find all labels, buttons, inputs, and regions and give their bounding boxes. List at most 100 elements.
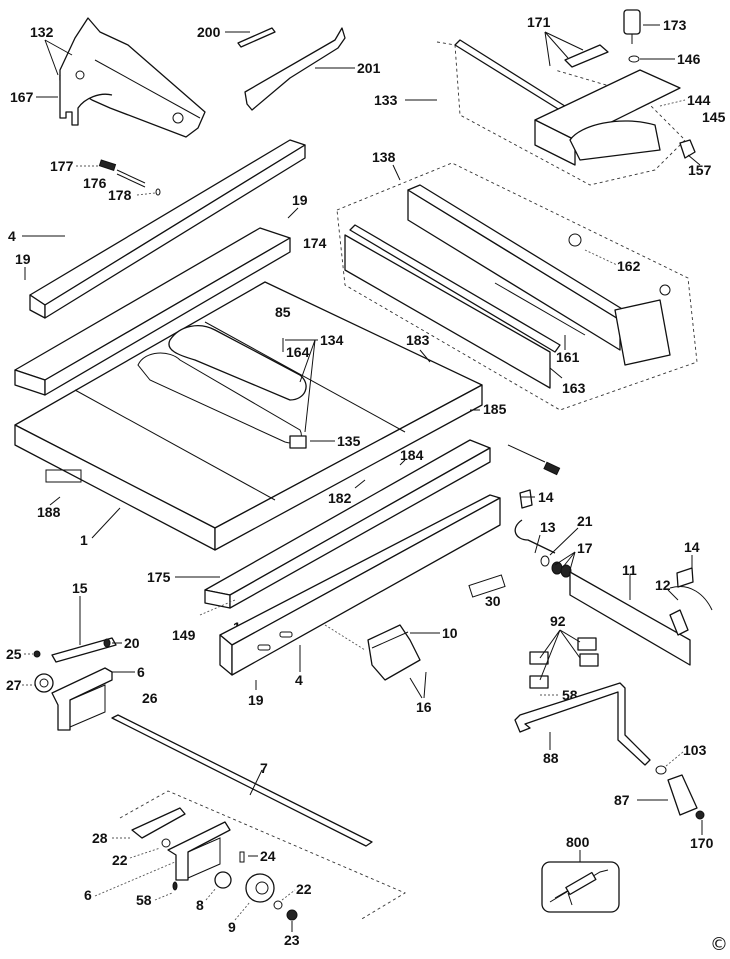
label-58-bottom: 58 bbox=[136, 892, 152, 908]
leader-163 bbox=[549, 367, 563, 379]
leader-16b bbox=[423, 671, 427, 699]
label-11: 11 bbox=[622, 562, 637, 578]
leader-1 bbox=[91, 507, 121, 539]
leader-183 bbox=[419, 349, 431, 363]
bracket-6-bottom bbox=[167, 821, 231, 881]
label-17: 17 bbox=[577, 540, 593, 556]
lubricant-gun-icon bbox=[549, 869, 609, 906]
rip-fence-outline bbox=[336, 162, 698, 411]
label-26: 26 bbox=[142, 690, 158, 706]
label-182: 182 bbox=[328, 490, 352, 506]
label-134: 134 bbox=[320, 332, 344, 348]
miter-gauge bbox=[454, 9, 696, 166]
screw-58-bottom bbox=[172, 881, 178, 891]
label-103: 103 bbox=[683, 742, 707, 758]
label-22-right: 22 bbox=[296, 881, 312, 897]
washer-103 bbox=[655, 765, 667, 775]
leader-92b bbox=[559, 629, 581, 643]
leader-8 bbox=[205, 887, 217, 901]
table-top bbox=[14, 281, 483, 551]
label-27: 27 bbox=[6, 677, 22, 693]
label-19-topright: 19 bbox=[292, 192, 308, 208]
leader-7 bbox=[249, 769, 263, 796]
label-8: 8 bbox=[196, 897, 204, 913]
label-15: 15 bbox=[72, 580, 88, 596]
label-12: 12 bbox=[655, 577, 671, 593]
plate-28 bbox=[131, 807, 186, 839]
label-25: 25 bbox=[6, 646, 22, 662]
leader-16a bbox=[409, 677, 423, 699]
leader-184 bbox=[399, 459, 406, 466]
label-10: 10 bbox=[442, 625, 458, 641]
label-4-bottom: 4 bbox=[295, 672, 303, 688]
label-200: 200 bbox=[197, 24, 221, 40]
wrench-201 bbox=[244, 27, 346, 111]
leader-17a bbox=[554, 551, 576, 566]
wrench-200 bbox=[237, 27, 276, 48]
leader-17c bbox=[569, 551, 576, 571]
nut-23 bbox=[286, 909, 298, 921]
label-138: 138 bbox=[372, 149, 396, 165]
label-163: 163 bbox=[562, 380, 586, 396]
leader-171c bbox=[544, 31, 569, 59]
label-6-top: 6 bbox=[137, 664, 145, 680]
label-14b: 14 bbox=[684, 539, 700, 555]
leader-92c bbox=[559, 629, 581, 659]
leader-92a bbox=[539, 629, 561, 659]
gear-27 bbox=[34, 673, 54, 693]
front-rail bbox=[219, 494, 501, 676]
rear-extension bbox=[14, 227, 291, 396]
label-19-left: 19 bbox=[15, 251, 31, 267]
leader-103 bbox=[665, 751, 684, 767]
leader-132b bbox=[44, 39, 59, 76]
leader-92d bbox=[539, 629, 561, 681]
screw-20 bbox=[103, 638, 111, 648]
leader-6-bottom bbox=[94, 861, 176, 897]
label-145: 145 bbox=[702, 109, 726, 125]
leader-22-left bbox=[129, 847, 161, 859]
label-1: 1 bbox=[80, 532, 88, 548]
rip-fence bbox=[344, 184, 671, 389]
label-19-bottom: 19 bbox=[248, 692, 264, 708]
leader-134c bbox=[304, 339, 316, 433]
label-87: 87 bbox=[614, 792, 630, 808]
leader-13 bbox=[534, 534, 541, 554]
label-174: 174 bbox=[303, 235, 327, 251]
crank-handle-88 bbox=[514, 682, 651, 766]
label-201: 201 bbox=[357, 60, 381, 76]
leader-58-bottom bbox=[154, 892, 173, 901]
label-800: 800 bbox=[566, 834, 590, 850]
leader-132a bbox=[44, 39, 73, 56]
leader-21 bbox=[549, 527, 579, 556]
pin-24 bbox=[239, 851, 245, 863]
label-184: 184 bbox=[400, 447, 424, 463]
leader-22-right bbox=[281, 889, 296, 901]
label-170: 170 bbox=[690, 835, 714, 851]
front-extension bbox=[204, 439, 491, 609]
label-185: 185 bbox=[483, 401, 507, 417]
label-177: 177 bbox=[50, 158, 74, 174]
leader-19-topright bbox=[287, 207, 299, 219]
label-13: 13 bbox=[540, 519, 556, 535]
blade-guard bbox=[59, 17, 206, 138]
label-20: 20 bbox=[124, 635, 140, 651]
label-178: 178 bbox=[108, 187, 132, 203]
label-173: 173 bbox=[663, 17, 687, 33]
label-6-bottom: 6 bbox=[84, 887, 92, 903]
gear-8 bbox=[214, 871, 232, 889]
label-176: 176 bbox=[83, 175, 107, 191]
shaft-7 bbox=[111, 714, 373, 847]
label-144: 144 bbox=[687, 92, 711, 108]
blocks-92 bbox=[529, 637, 599, 689]
label-30: 30 bbox=[485, 593, 501, 609]
leader-9 bbox=[234, 901, 251, 921]
label-135: 135 bbox=[337, 433, 361, 449]
label-171: 171 bbox=[527, 14, 551, 30]
label-162: 162 bbox=[617, 258, 641, 274]
knob-9 bbox=[245, 873, 275, 903]
label-21: 21 bbox=[577, 513, 593, 529]
label-4-top: 4 bbox=[8, 228, 16, 244]
label-149: 149 bbox=[172, 627, 196, 643]
leader-17b bbox=[562, 551, 576, 568]
label-157: 157 bbox=[688, 162, 712, 178]
